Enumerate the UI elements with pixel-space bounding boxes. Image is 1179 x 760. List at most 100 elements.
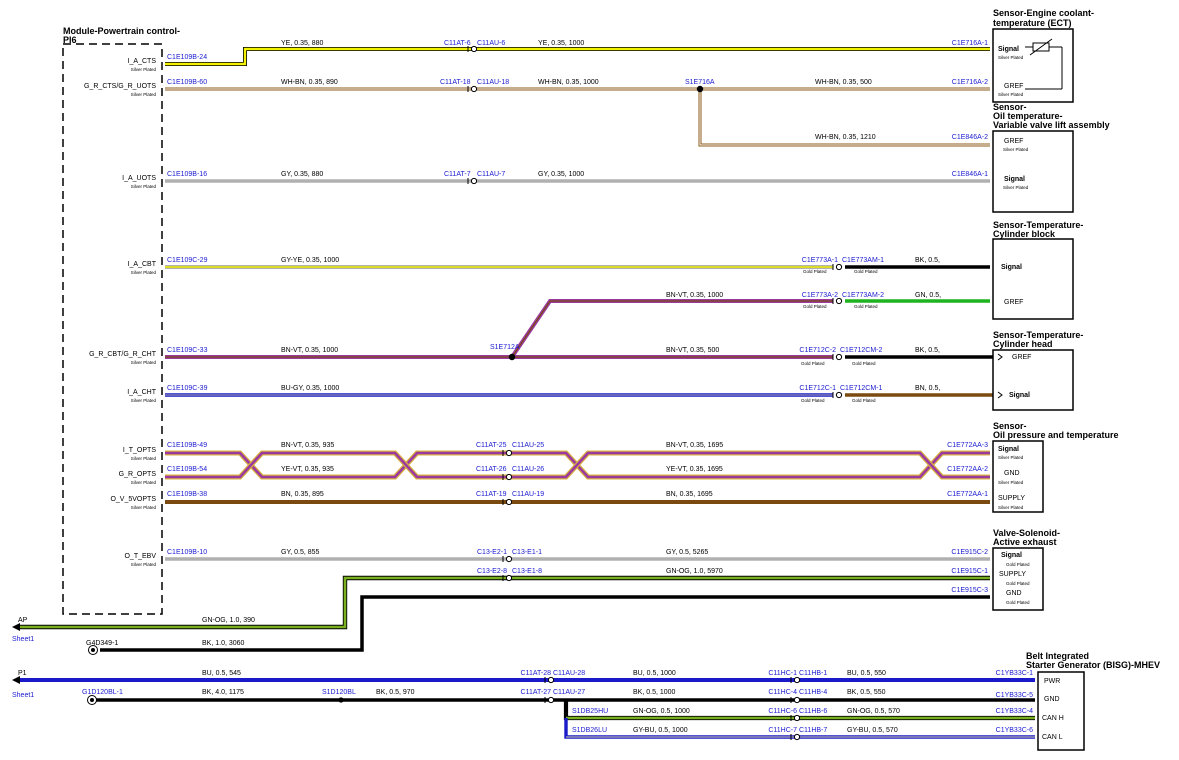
offsheet-arrow-icon — [12, 623, 20, 631]
wire-spec: BK, 0.5, 550 — [847, 689, 886, 696]
module-pin-note: Silver Plated — [131, 92, 157, 97]
module-pin-note: Silver Plated — [131, 456, 157, 461]
module-pin: I_A_UOTS — [122, 175, 156, 182]
connector-label: C11AU-27 — [553, 689, 585, 696]
component-pin: GND — [1044, 696, 1060, 703]
connector-label: C13-E2-1 — [477, 549, 507, 556]
component-title: Sensor-Temperature- — [993, 220, 1083, 230]
plating-note: Silver Plated — [1003, 147, 1029, 152]
component-title: Cylinder head — [993, 339, 1053, 349]
wire-spec: YE, 0.35, 880 — [281, 40, 324, 47]
module-pin-note: Silver Plated — [131, 270, 157, 275]
wire-spec: BN-VT, 0.35, 935 — [281, 442, 334, 449]
wire-spec: GY, 0.35, 880 — [281, 171, 323, 178]
module-pin: O_T_EBV — [124, 553, 156, 560]
connector-label: C11AT-19 — [476, 491, 507, 498]
connector-symbols — [467, 45, 843, 741]
module-pin: I_A_CTS — [128, 58, 157, 65]
module-pin: O_V_5VOPTS — [110, 496, 156, 503]
plating-note: Gold Plated — [1006, 581, 1030, 586]
module-pin: G_R_OPTS — [119, 471, 157, 478]
dst-pin: C1E772AA-1 — [947, 491, 988, 498]
wire-gnog-13-fill — [18, 576, 990, 629]
inline-connector — [790, 676, 801, 684]
pin-arrow-icon — [997, 353, 1003, 399]
sheet-ref[interactable]: Sheet1 — [12, 636, 34, 643]
wire-spec: BN-VT, 0.35, 500 — [666, 347, 719, 354]
connector-label: C11AU-25 — [512, 442, 544, 449]
component-title: Sensor- — [993, 102, 1027, 112]
component-pin: CAN L — [1042, 734, 1063, 741]
component-pin: Signal — [998, 446, 1019, 453]
plating-note: Gold Plated — [1006, 600, 1030, 605]
wire-spec: GN-OG, 1.0, 5970 — [666, 568, 723, 575]
src-pin: C1E109C-33 — [167, 347, 208, 354]
inline-connector — [832, 263, 843, 271]
splice-label: S1D120BL — [322, 689, 356, 696]
component-pin: GREF — [1004, 83, 1023, 90]
component-title: Oil pressure and temperature — [993, 430, 1119, 440]
module-pin-note: Silver Plated — [131, 360, 157, 365]
connector-label: C11AT-25 — [476, 442, 507, 449]
wire-spec: BK, 0.5, 1000 — [633, 689, 676, 696]
connector-label: C11AT-18 — [440, 79, 471, 86]
wire-spec: YE-VT, 0.35, 1695 — [666, 466, 723, 473]
sheet-ref[interactable]: Sheet1 — [12, 692, 34, 699]
component-box — [992, 349, 1074, 411]
module-pin-note: Silver Plated — [131, 67, 157, 72]
plating-note: Gold Plated — [803, 269, 827, 274]
src-pin: S1DB25HU — [572, 708, 608, 715]
src-pin: P1 — [18, 670, 27, 677]
dst-pin: C1YB33C-1 — [996, 670, 1033, 677]
inline-connector — [832, 391, 843, 399]
dst-pin: C1E915C-2 — [951, 549, 988, 556]
inline-connector — [502, 473, 513, 481]
dst-pin: C1E846A-2 — [952, 134, 988, 141]
dst-pin: C1YB33C-6 — [996, 727, 1033, 734]
plating-note: Silver Plated — [998, 55, 1024, 60]
component-title: Belt Integrated — [1026, 651, 1089, 661]
component-title: Sensor-Engine coolant- — [993, 8, 1094, 18]
ground-symbol-icon — [88, 645, 98, 655]
wire-spec: BN, 0.35, 1695 — [666, 491, 713, 498]
component-pin: GREF — [1004, 138, 1023, 145]
connector-label: C11AT-28 — [521, 670, 552, 677]
twisted-pair-opts — [165, 450, 990, 480]
splice-dot — [338, 697, 344, 703]
inline-connector — [467, 85, 478, 93]
wire-spec: BN-VT, 0.35, 1000 — [281, 347, 338, 354]
wire-spec: GY, 0.35, 1000 — [538, 171, 584, 178]
dst-pin: C1E716A-1 — [952, 40, 988, 47]
wire-spec: BK, 0.5, — [915, 347, 940, 354]
component-title: Variable valve lift assembly — [993, 120, 1110, 130]
src-pin: C1E109C-29 — [167, 257, 208, 264]
component-title: Starter Generator (BISG)-MHEV — [1026, 660, 1160, 670]
inline-connector — [832, 297, 843, 305]
wire-spec: GN-OG, 0.5, 1000 — [633, 708, 690, 715]
connector-label: C1E712CM-2 — [840, 347, 883, 354]
plating-note: Silver Plated — [998, 92, 1024, 97]
connector-label: C1E712C-1 — [799, 385, 836, 392]
src-pin: C1E109B-60 — [167, 79, 207, 86]
component-title: temperature (ECT) — [993, 18, 1072, 28]
wire-spec: BK, 0.5, 970 — [376, 689, 415, 696]
wire-spec: GN-OG, 1.0, 390 — [202, 617, 255, 624]
connector-label: C11AU-6 — [477, 40, 505, 47]
component-title: Sensor-Temperature- — [993, 330, 1083, 340]
component-pin: Signal — [998, 46, 1019, 53]
connector-label: C1E712CM-1 — [840, 385, 883, 392]
component-pin: GREF — [1012, 354, 1031, 361]
component-pin: Signal — [1009, 392, 1030, 399]
plating-note: Gold Plated — [854, 304, 878, 309]
wire-spec: BU-GY, 0.35, 1000 — [281, 385, 339, 392]
connector-label: C11HC-1 — [768, 670, 797, 677]
inline-connector — [790, 733, 801, 741]
inline-connector — [502, 449, 513, 457]
component-title: Cylinder block — [993, 229, 1056, 239]
splice-dot — [696, 85, 704, 93]
inline-connector — [544, 696, 555, 704]
connector-label: C11HC-6 — [768, 708, 797, 715]
plating-note: Gold Plated — [1006, 562, 1030, 567]
inline-connector — [832, 353, 843, 361]
